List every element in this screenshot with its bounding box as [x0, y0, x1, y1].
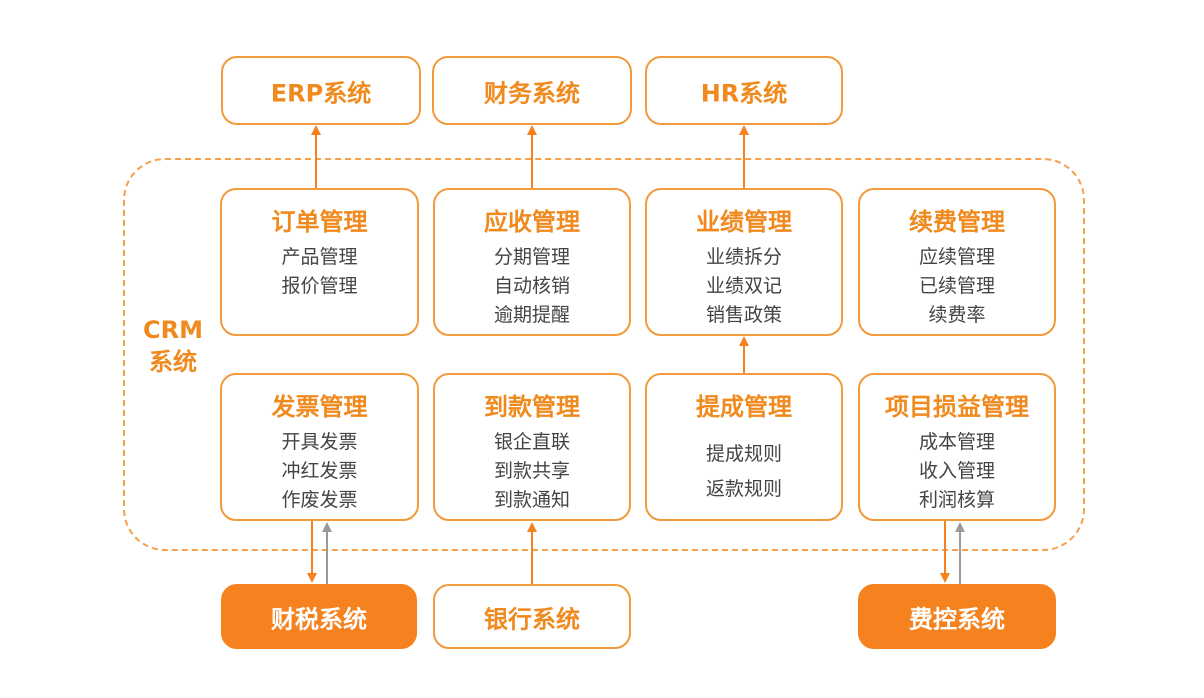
module-title: 发票管理 [271, 393, 368, 421]
module-item: 提成规则 [705, 443, 782, 465]
module-item: 业绩双记 [705, 275, 782, 297]
module-item: 报价管理 [281, 275, 358, 297]
module-items: 开具发票 冲红发票 作废发票 [222, 428, 417, 515]
module-title: 到款管理 [484, 393, 580, 421]
module-item: 利润核算 [918, 489, 995, 511]
erp-system-box: ERP系统 [221, 56, 421, 125]
expense-control-system-box: 费控系统 [858, 584, 1056, 649]
module-payment-receipt-management: 到款管理 银企直联 到款共享 到款通知 [433, 373, 631, 521]
module-item: 银企直联 [493, 431, 570, 453]
crm-label-line2: 系统 [149, 348, 197, 376]
module-item: 到款通知 [493, 489, 570, 511]
module-items: 提成规则 返款规则 [647, 437, 841, 507]
module-item: 收入管理 [918, 460, 995, 482]
finance-system-label: 财务系统 [484, 79, 580, 107]
module-item: 到款共享 [493, 460, 570, 482]
module-items: 银企直联 到款共享 到款通知 [435, 428, 629, 515]
crm-system-boundary [123, 158, 1085, 551]
bank-system-label: 银行系统 [484, 605, 580, 633]
module-items: 成本管理 收入管理 利润核算 [860, 428, 1054, 515]
bank-system-box: 银行系统 [433, 584, 631, 649]
tax-system-box: 财税系统 [221, 584, 417, 649]
module-item: 产品管理 [281, 246, 358, 268]
module-receivables-management: 应收管理 分期管理 自动核销 逾期提醒 [433, 188, 631, 336]
module-order-management: 订单管理 产品管理 报价管理 [220, 188, 419, 336]
hr-system-box: HR系统 [645, 56, 843, 125]
crm-label-line1: CRM [143, 316, 203, 344]
module-item: 已续管理 [918, 275, 995, 297]
module-item: 作废发票 [281, 489, 358, 511]
erp-system-label: ERP系统 [270, 79, 372, 107]
module-item: 销售政策 [705, 304, 782, 326]
module-project-pnl-management: 项目损益管理 成本管理 收入管理 利润核算 [858, 373, 1056, 521]
module-commission-management: 提成管理 提成规则 返款规则 [645, 373, 843, 521]
module-title: 应收管理 [484, 208, 580, 236]
module-item: 业绩拆分 [705, 246, 782, 268]
module-item: 分期管理 [493, 246, 570, 268]
finance-system-box: 财务系统 [432, 56, 632, 125]
module-item: 应续管理 [918, 246, 995, 268]
crm-system-label: CRM 系统 [133, 314, 213, 378]
module-item: 开具发票 [281, 431, 358, 453]
module-item: 自动核销 [493, 275, 570, 297]
module-title: 业绩管理 [696, 208, 792, 236]
module-title: 提成管理 [696, 393, 792, 421]
module-invoice-management: 发票管理 开具发票 冲红发票 作废发票 [220, 373, 419, 521]
module-item: 续费率 [928, 304, 986, 326]
module-items: 产品管理 报价管理 [222, 243, 417, 301]
tax-system-label: 财税系统 [271, 605, 367, 633]
module-performance-management: 业绩管理 业绩拆分 业绩双记 销售政策 [645, 188, 843, 336]
module-items: 分期管理 自动核销 逾期提醒 [435, 243, 629, 330]
module-title: 订单管理 [271, 208, 368, 236]
module-item: 逾期提醒 [493, 304, 570, 326]
expense-control-system-label: 费控系统 [909, 605, 1005, 633]
module-item: 冲红发票 [281, 460, 358, 482]
module-renewal-management: 续费管理 应续管理 已续管理 续费率 [858, 188, 1056, 336]
module-title: 续费管理 [909, 208, 1005, 236]
module-item: 成本管理 [918, 431, 995, 453]
hr-system-label: HR系统 [700, 79, 788, 107]
module-title: 项目损益管理 [885, 393, 1029, 421]
module-items: 应续管理 已续管理 续费率 [860, 243, 1054, 330]
module-items: 业绩拆分 业绩双记 销售政策 [647, 243, 841, 330]
module-item: 返款规则 [705, 478, 782, 500]
